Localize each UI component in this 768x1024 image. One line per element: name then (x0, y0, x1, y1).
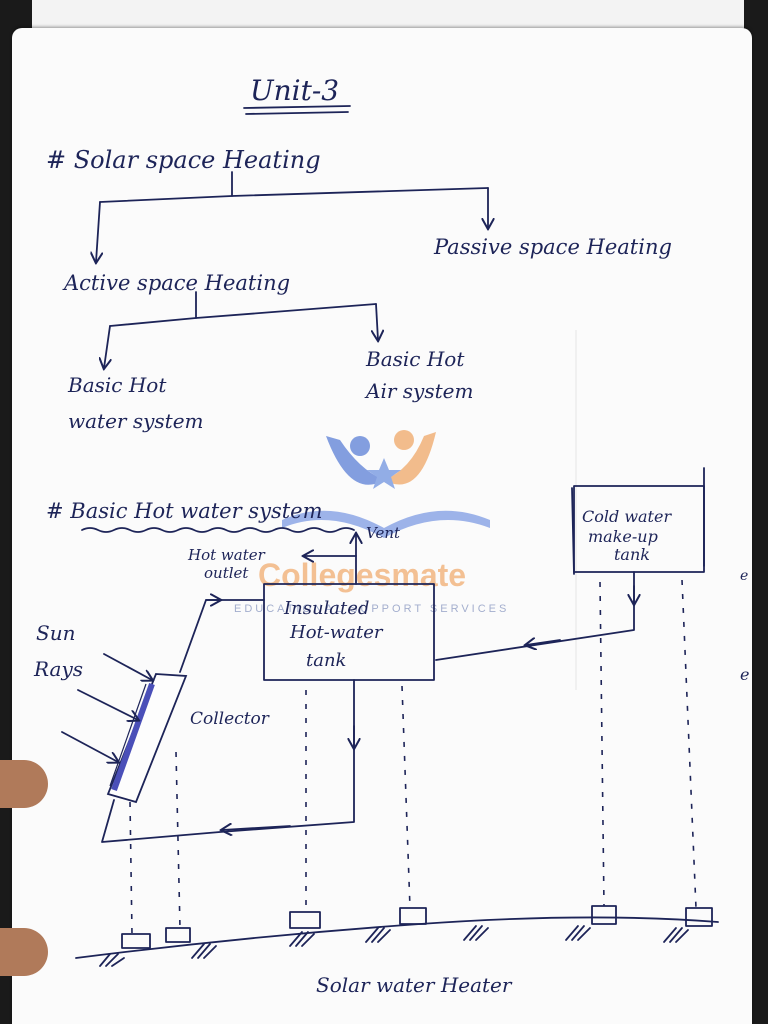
basic-hot-air-l1: Basic Hot (365, 347, 465, 371)
vent-label: Vent (366, 524, 401, 542)
tree2-bar (109, 303, 377, 327)
ground-hatch (99, 925, 689, 967)
tank-label-3: tank (306, 650, 346, 671)
active-space-heating: Active space Heating (62, 271, 290, 295)
tank-label-2: Hot-water (289, 622, 384, 643)
sun-label: Sun (36, 621, 75, 645)
rays-label: Rays (33, 657, 83, 681)
sun-ray-1 (103, 653, 152, 680)
notebook-page (12, 28, 752, 1024)
collector-label: Collector (190, 709, 270, 729)
sun-ray-2 (77, 689, 138, 720)
solar-collector (106, 673, 188, 804)
heading-solar-space-heating: # Solar space Heating (46, 146, 321, 174)
ground-line (75, 916, 719, 959)
arrow-to-air (376, 303, 378, 340)
return-arrow-left (222, 826, 291, 830)
stand-legs (129, 579, 697, 935)
arrow-to-active (96, 201, 100, 262)
tree1-bar (99, 187, 489, 203)
watermark-tagline: EDUCATIONAL SUPPORT SERVICES (234, 603, 509, 615)
basic-hot-water-l2: water system (68, 409, 204, 433)
diagram-caption: Solar water Heater (316, 973, 513, 997)
arrow-to-water (104, 325, 110, 368)
heading2-wavy-underline (81, 527, 355, 533)
cold-flow-arrow-left (526, 640, 561, 645)
basic-hot-air-l2: Air system (364, 379, 473, 403)
cold-tank-label-1: Cold water (582, 507, 672, 526)
cold-water-tank (573, 485, 705, 573)
finger-top (0, 760, 48, 808)
hot-water-tank (263, 583, 435, 681)
heading-basic-hot-water-system: # Basic Hot water system (46, 499, 323, 523)
outlet-label-1: Hot water (187, 546, 266, 564)
basic-hot-water-l1: Basic Hot (67, 373, 167, 397)
unit-title: Unit-3 (250, 74, 339, 107)
cold-tank-label-3: tank (614, 545, 650, 564)
title-underline (243, 105, 351, 115)
finger-bottom (0, 928, 48, 976)
watermark-logo (282, 430, 490, 538)
watermark-brand: Collegesmate (258, 557, 466, 593)
passive-space-heating: Passive space Heating (433, 235, 672, 259)
margin-mark-1: e (740, 568, 748, 584)
margin-mark-2: e (740, 665, 749, 684)
stand-footings (121, 905, 713, 949)
cold-tank-label-2: make-up (588, 527, 658, 546)
tank-label-1: Insulated (283, 598, 369, 619)
sun-ray-3 (61, 731, 118, 762)
outlet-label-2: outlet (204, 564, 249, 582)
